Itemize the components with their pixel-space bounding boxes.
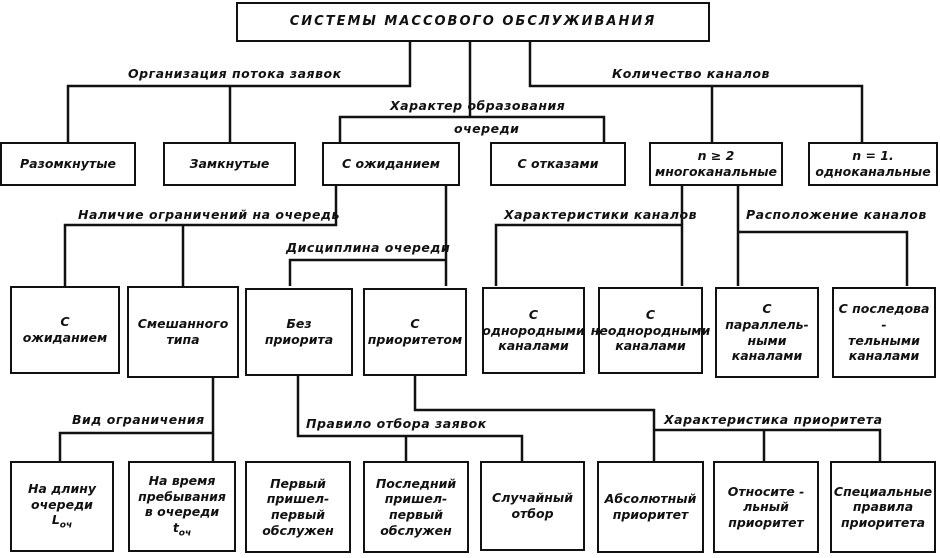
node-fifo: Первый пришел- первый обслужен [245,461,351,553]
label-queue-limits: Наличие ограничений на очередь [78,207,340,222]
connector-limit-type [58,378,215,461]
connector-channel-char [494,186,684,286]
connector-discipline [288,186,448,286]
node-special: Специальные правила приоритета [830,461,936,553]
label-select-rule: Правило отбора заявок [306,416,487,431]
connector-select-rule [296,376,524,461]
node-length-limit-symbol: Lоч [51,512,73,531]
node-single: n = 1. одноканальные [808,142,938,186]
label-channel-layout: Расположение каналов [746,207,927,222]
root-node: СИСТЕМЫ МАССОВОГО ОБСЛУЖИВАНИЯ [236,2,710,42]
label-flow-org: Организация потока заявок [128,66,342,81]
node-parallel: С параллель- ными каналами [715,287,819,378]
connector-priority-char [413,376,882,461]
node-random: Случайный отбор [480,461,585,551]
node-serial: С последова - тельными каналами [832,287,936,378]
node-closed: Замкнутые [163,142,296,186]
connector-queue-limits [63,186,338,286]
connector-channels [528,40,864,142]
node-time-limit-symbol: tоч [172,520,192,539]
node-length-limit-text: На длину очереди [27,481,97,512]
node-length-limit: На длину очереди Lоч [10,461,114,552]
label-queue-char-2: очереди [454,121,520,136]
node-multi: n ≥ 2 многоканальные [649,142,783,186]
label-channel-char: Характеристики каналов [504,207,698,222]
label-queue-discipline: Дисциплина очереди [286,240,451,255]
node-time-limit: На время пребывания в очереди tоч [128,461,236,552]
node-queue-waiting: С ожиданием [10,286,120,374]
connector-flow-org [66,40,412,142]
node-waiting: С ожиданием [322,142,460,186]
node-mixed: Смешанного типа [127,286,239,378]
node-absolute: Абсолютный приоритет [597,461,704,553]
node-lifo: Последний пришел- первый обслужен [363,461,469,553]
node-relative: Относите - льный приоритет [713,461,819,553]
label-channels-count: Количество каналов [612,66,770,81]
node-no-priority: Без приорита [245,288,353,376]
node-homogeneous: С однородными каналами [482,287,585,374]
connector-queue-char [338,40,606,142]
label-limit-type: Вид ограничения [72,412,205,427]
label-priority-char: Характеристика приоритета [664,412,883,427]
node-priority: С приоритетом [363,288,467,376]
label-queue-char: Характер образования [390,98,566,113]
node-heterogeneous: С неоднородными каналами [591,287,710,374]
node-time-limit-text: На время пребывания в очереди [138,473,226,520]
node-open: Разомкнутые [0,142,136,186]
connector-channel-layout [736,186,909,286]
node-refusals: С отказами [490,142,626,186]
